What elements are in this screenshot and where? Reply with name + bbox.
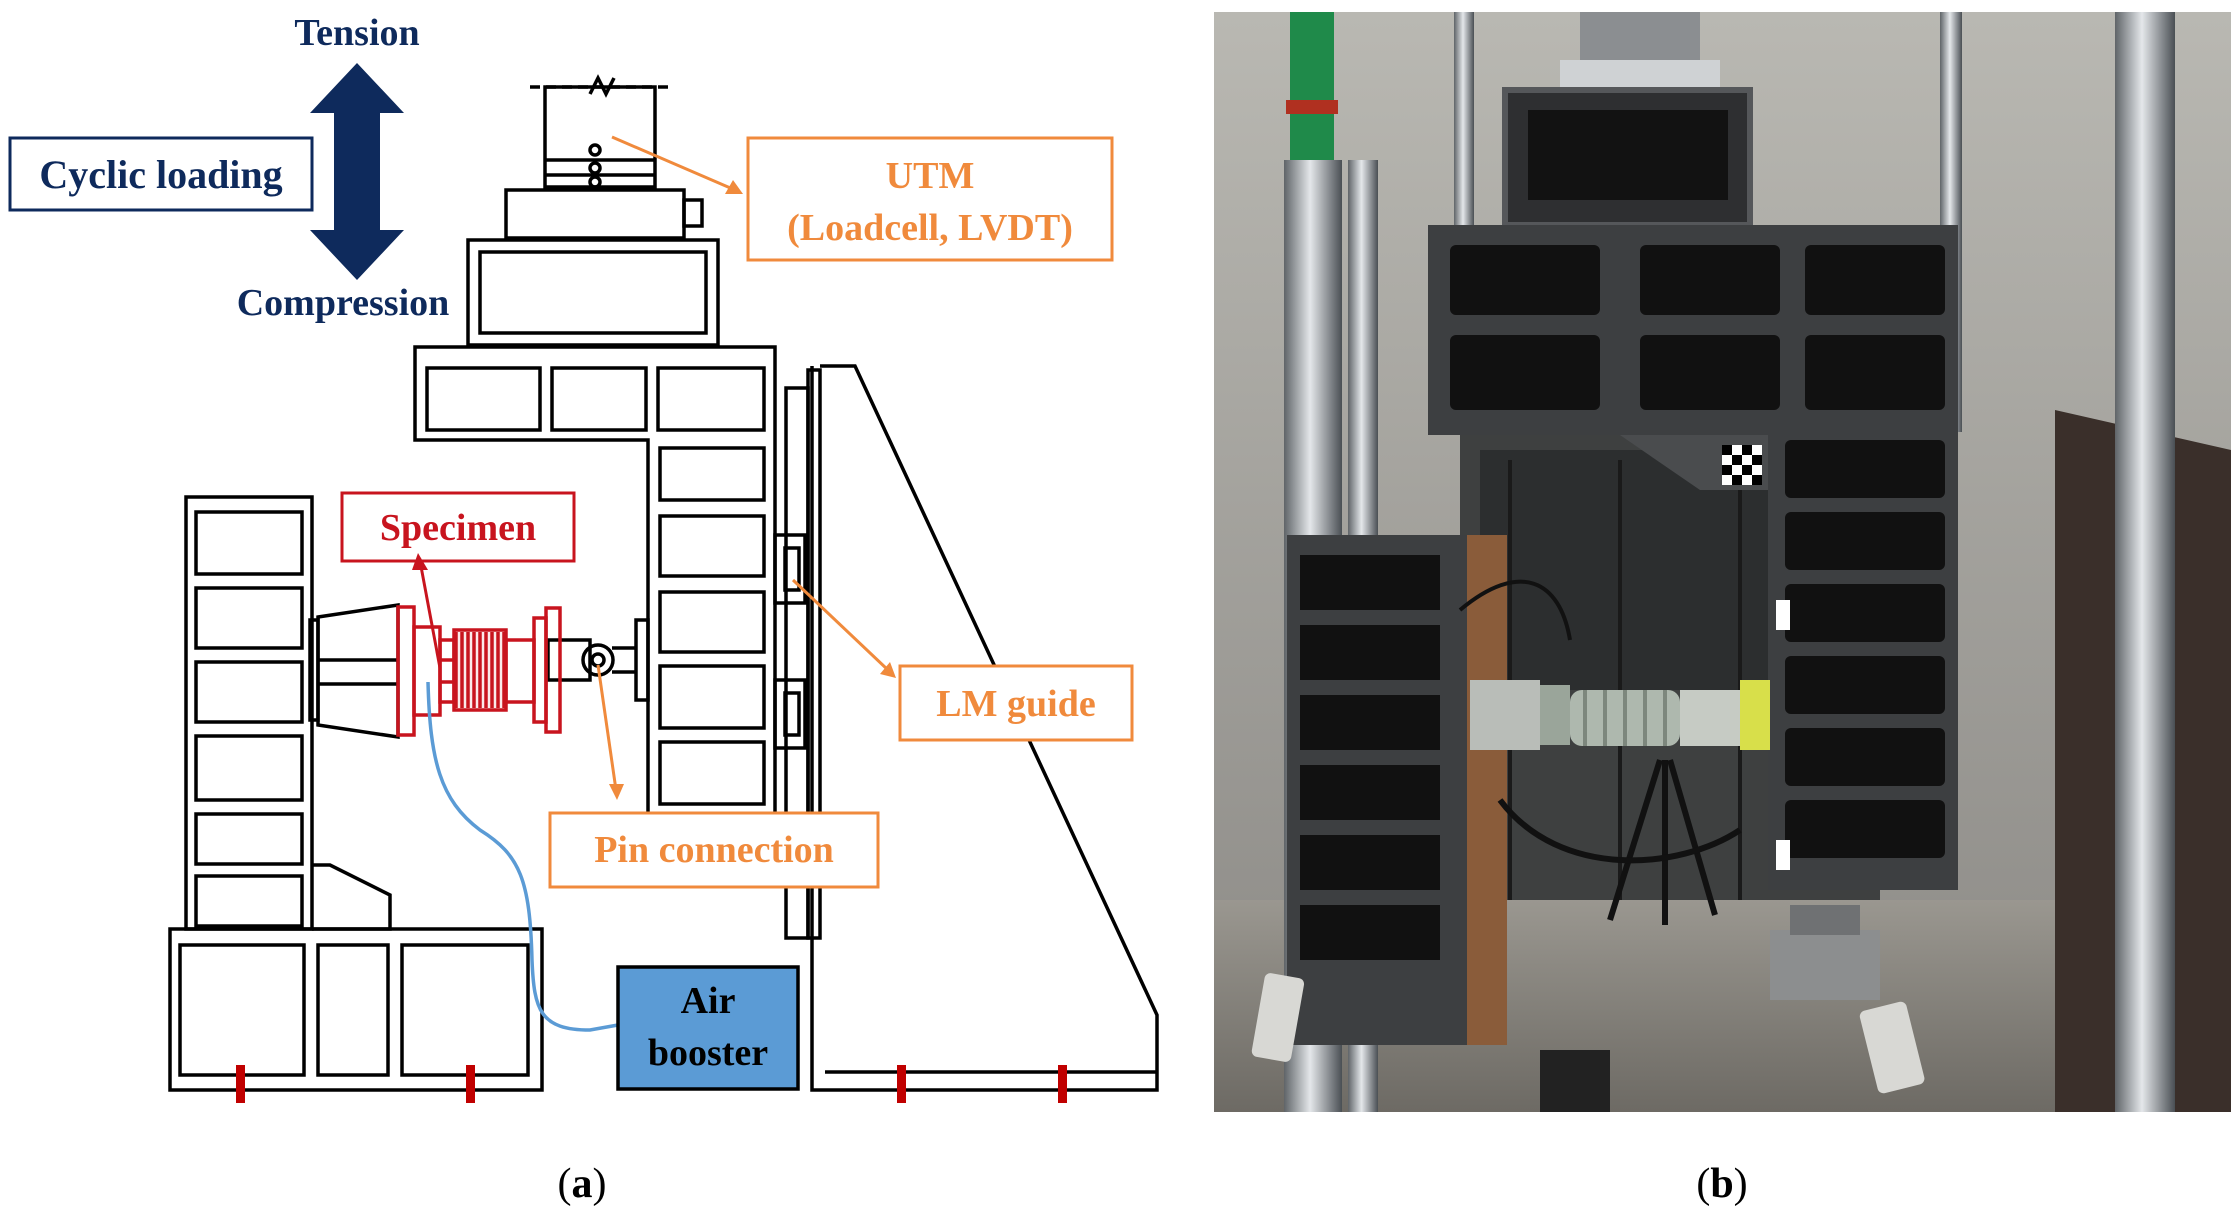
- anchor-mark: [466, 1065, 475, 1103]
- cyclic-loading-label: Cyclic loading: [39, 152, 282, 197]
- pin-callout-box: [548, 811, 880, 889]
- schematic-panel: [168, 74, 1159, 1092]
- bellows: [452, 628, 508, 712]
- utm-head: [504, 188, 686, 240]
- utm-rod: [543, 85, 657, 189]
- test-rig-photo: [1214, 12, 2231, 1112]
- left-clamp: [316, 602, 400, 740]
- lm-guide-block-1: [773, 533, 807, 605]
- pin-connection-label: Pin connection: [594, 829, 834, 871]
- double-arrow: [310, 63, 404, 280]
- crosshead-block: [466, 238, 720, 347]
- checker-target: [1722, 445, 1762, 485]
- compression-label: Compression: [237, 282, 450, 324]
- cyclic-loading-box: [8, 136, 314, 212]
- reaction-frame: [810, 364, 1159, 1092]
- caption-b-letter: b: [1710, 1161, 1733, 1207]
- anchor-marks: [236, 1065, 1067, 1103]
- air-hose: [426, 681, 619, 1032]
- caption-b: (b): [1696, 1161, 1747, 1207]
- caption-a: (a): [558, 1161, 607, 1207]
- air-booster-box: [616, 965, 800, 1091]
- anchor-mark: [236, 1065, 245, 1103]
- utm-label-2: (Loadcell, LVDT): [787, 207, 1073, 249]
- loading-frame: [413, 345, 777, 820]
- lm-guide-label: LM guide: [936, 683, 1095, 725]
- specimen-label: Specimen: [380, 507, 536, 549]
- lm-guide-leader: [791, 578, 890, 672]
- base-frame: [168, 927, 544, 1092]
- lm-guide-block-2: [773, 678, 807, 750]
- utm-callout-box: [746, 136, 1114, 262]
- anchor-mark: [897, 1065, 906, 1103]
- air-booster-label-1: Air: [681, 980, 736, 1022]
- anchor-mark: [1058, 1065, 1067, 1103]
- tension-label: Tension: [294, 12, 419, 54]
- utm-bolt: [588, 143, 602, 157]
- specimen-leader: [418, 560, 442, 669]
- caption-a-letter: a: [572, 1161, 593, 1207]
- air-booster-label-2: booster: [648, 1032, 768, 1074]
- specimen: [396, 605, 562, 737]
- utm-label-1: UTM: [886, 155, 975, 197]
- utm-leader: [611, 135, 736, 192]
- pin-leader: [596, 664, 618, 791]
- specimen-callout-box: [340, 491, 576, 563]
- lm-guide-callout-box: [898, 664, 1134, 742]
